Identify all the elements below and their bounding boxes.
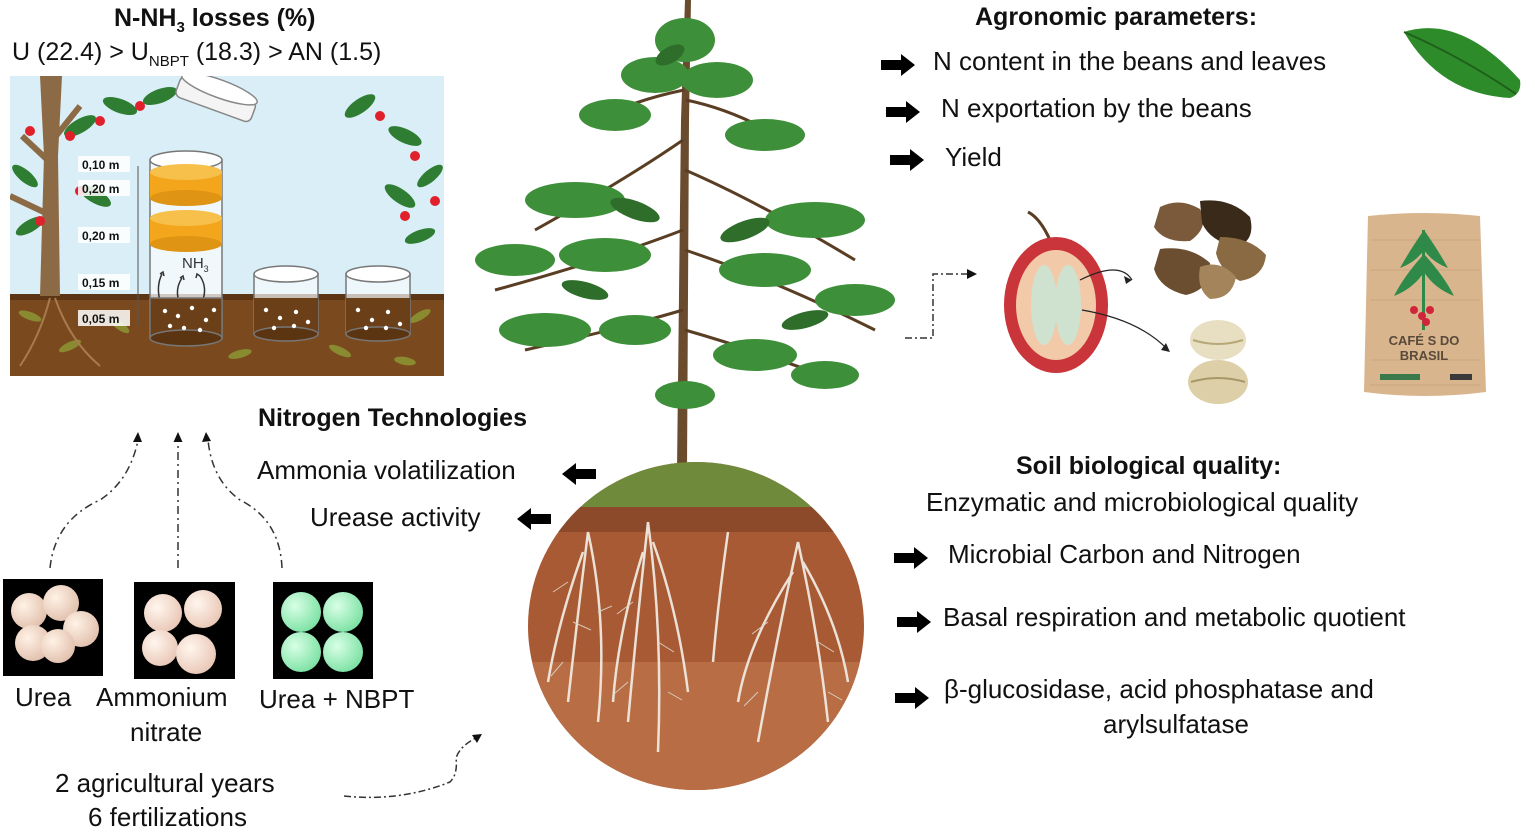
svg-text:NH3: NH3 [182, 255, 209, 274]
ammonium-nitrate-pellets-image [134, 582, 235, 679]
green-coffee-beans-image [1188, 320, 1248, 404]
arrow-right-icon [897, 611, 931, 633]
urea-pellets-image [3, 579, 103, 676]
coffee-leaf-icon [1403, 28, 1521, 99]
arrow-right-icon [881, 54, 915, 76]
arrow-right-icon [890, 149, 924, 171]
arrow-left-icon [517, 508, 551, 530]
agronomic-item-n-exportation: N exportation by the beans [941, 93, 1252, 123]
soil-quality-title: Soil biological quality: [1016, 452, 1282, 480]
coffee-husks-image [1154, 200, 1266, 299]
urea-nbpt-pellets-image [273, 582, 373, 679]
arrow-right-icon [895, 687, 929, 709]
duration-years: 2 agricultural years [55, 768, 275, 798]
coffee-sack-label-1: CAFÉ S DO [1389, 333, 1460, 348]
volatilization-chamber-illustration: NH3 0,10 m 0,20 m 0,20 m [10, 76, 444, 376]
losses-title: N-NH3 losses (%) [114, 4, 316, 36]
coffee-cherry-cross-section [1004, 210, 1170, 373]
fertilizer-flow-arrows [49, 432, 283, 569]
fertilizer-label-ammonium-line2: nitrate [130, 717, 203, 747]
fertilizer-label-ammonium-line1: Ammonium [96, 682, 228, 712]
arrow-right-icon [894, 547, 928, 569]
agronomic-item-yield: Yield [945, 142, 1002, 172]
soil-item-enzymes-line1: β-glucosidase, acid phosphatase and [944, 674, 1374, 704]
depth-label-2: 0,20 m [82, 182, 119, 196]
technologies-title: Nitrogen Technologies [258, 404, 527, 432]
arrow-left-icon [562, 463, 596, 485]
coffee-sack-label-2: BRASIL [1400, 348, 1448, 363]
plant-to-cherry-arrow [905, 269, 977, 339]
depth-label-1: 0,10 m [82, 158, 119, 172]
depth-label-4: 0,15 m [82, 276, 119, 290]
soil-item-microbial: Microbial Carbon and Nitrogen [948, 539, 1301, 569]
depth-label-5: 0,05 m [82, 312, 119, 326]
technology-urease-activity: Urease activity [310, 502, 481, 532]
arrow-right-icon [886, 101, 920, 123]
technology-ammonia-volatilization: Ammonia volatilization [257, 455, 516, 485]
soil-item-respiration: Basal respiration and metabolic quotient [943, 602, 1406, 632]
soil-quality-subtitle: Enzymatic and microbiological quality [926, 487, 1359, 517]
agronomic-title: Agronomic parameters: [975, 3, 1258, 31]
soil-item-enzymes-line2: arylsulfatase [1103, 709, 1249, 739]
losses-ranking: U (22.4) > UNBPT (18.3) > AN (1.5) [12, 38, 382, 70]
coffee-sack-image: CAFÉ S DO BRASIL [1364, 213, 1486, 396]
depth-label-3: 0,20 m [82, 229, 119, 243]
duration-to-roots-arrow [343, 734, 482, 799]
fertilizer-label-urea: Urea [15, 682, 72, 712]
root-soil-profile-illustration [528, 462, 864, 790]
coffee-plant-illustration [475, 0, 895, 470]
agronomic-item-n-content: N content in the beans and leaves [933, 46, 1327, 76]
duration-fertilizations: 6 fertilizations [88, 802, 247, 832]
fertilizer-label-urea-nbpt: Urea + NBPT [259, 684, 415, 714]
